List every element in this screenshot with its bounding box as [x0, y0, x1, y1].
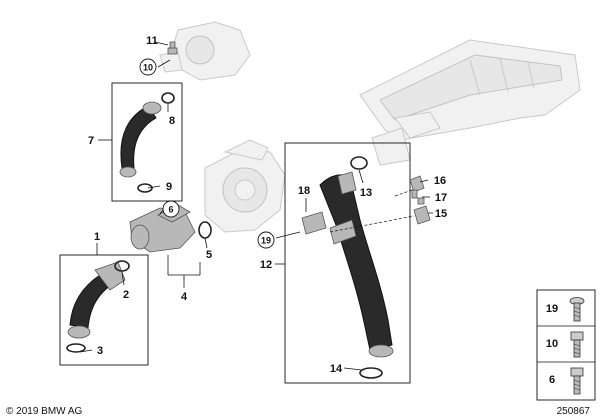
- part-label-2[interactable]: 2: [123, 289, 129, 301]
- legend-number-10[interactable]: 10: [546, 338, 558, 350]
- o-ring-9[interactable]: [137, 183, 153, 193]
- assembly-line-15: [329, 215, 415, 233]
- torx-bolt-icon: [569, 297, 585, 322]
- sensor-16[interactable]: [409, 175, 425, 199]
- part-label-19[interactable]: 19: [261, 236, 271, 246]
- callout-circle-19: [257, 231, 275, 249]
- frame-charge-pipe-7: [111, 82, 183, 202]
- legend-number-19[interactable]: 19: [546, 303, 558, 315]
- part-label-12[interactable]: 12: [260, 259, 272, 271]
- part-label-9[interactable]: 9: [166, 181, 172, 193]
- outlet-connector-4[interactable]: [129, 204, 196, 253]
- diagram-id: 250867: [557, 406, 591, 417]
- hex-bolt-icon: [570, 331, 584, 358]
- screw-17[interactable]: [417, 197, 425, 205]
- callout-circle-10: [139, 58, 157, 76]
- upper-turbocharger-ghost: [159, 21, 251, 81]
- bracket-18[interactable]: [301, 211, 327, 235]
- o-ring-14[interactable]: [359, 367, 383, 379]
- bolt-11[interactable]: [167, 41, 178, 55]
- part-label-17[interactable]: 17: [435, 192, 447, 204]
- assembly-line-16: [394, 189, 413, 197]
- copyright: © 2019 BMW AG: [6, 406, 83, 417]
- o-ring-5[interactable]: [198, 221, 212, 239]
- part-labels: 11 10 7 8 9 6 1 2 3 4 5 12 13 14 18 19 1…: [88, 35, 447, 375]
- part-label-1[interactable]: 1: [94, 231, 100, 243]
- clamp-15[interactable]: [413, 205, 431, 225]
- charge-air-pipe-12[interactable]: [319, 171, 394, 358]
- part-label-8[interactable]: 8: [169, 115, 175, 127]
- part-label-16[interactable]: 16: [434, 175, 446, 187]
- frame-intake-hose-1: [59, 254, 149, 366]
- part-label-5[interactable]: 5: [206, 249, 212, 261]
- part-label-14[interactable]: 14: [330, 363, 343, 375]
- frame-charge-air-pipe-12: [284, 142, 411, 384]
- o-ring-13[interactable]: [350, 156, 368, 170]
- legend: 19 10 6: [537, 297, 595, 395]
- hex-bolt-icon: [570, 367, 584, 395]
- charge-pipe-7[interactable]: [119, 101, 162, 178]
- o-ring-8[interactable]: [161, 92, 175, 104]
- part-label-7[interactable]: 7: [88, 135, 94, 147]
- intake-manifold-ghost: [359, 39, 581, 166]
- lower-turbocharger-ghost: [204, 139, 286, 233]
- part-label-15[interactable]: 15: [435, 208, 447, 220]
- o-ring-2[interactable]: [114, 260, 130, 272]
- o-ring-3[interactable]: [66, 343, 86, 353]
- part-label-11[interactable]: 11: [146, 35, 158, 47]
- callout-circle-6: [162, 200, 180, 218]
- part-label-13[interactable]: 13: [360, 187, 372, 199]
- frame-legend: [536, 289, 596, 401]
- part-label-18[interactable]: 18: [298, 185, 310, 197]
- part-label-6[interactable]: 6: [168, 205, 173, 215]
- intake-hose-1[interactable]: [67, 261, 126, 339]
- part-label-4[interactable]: 4: [181, 291, 188, 303]
- part-label-10[interactable]: 10: [143, 63, 153, 73]
- leader-lines: [79, 41, 433, 371]
- part-label-3[interactable]: 3: [97, 345, 103, 357]
- legend-number-6[interactable]: 6: [549, 374, 555, 386]
